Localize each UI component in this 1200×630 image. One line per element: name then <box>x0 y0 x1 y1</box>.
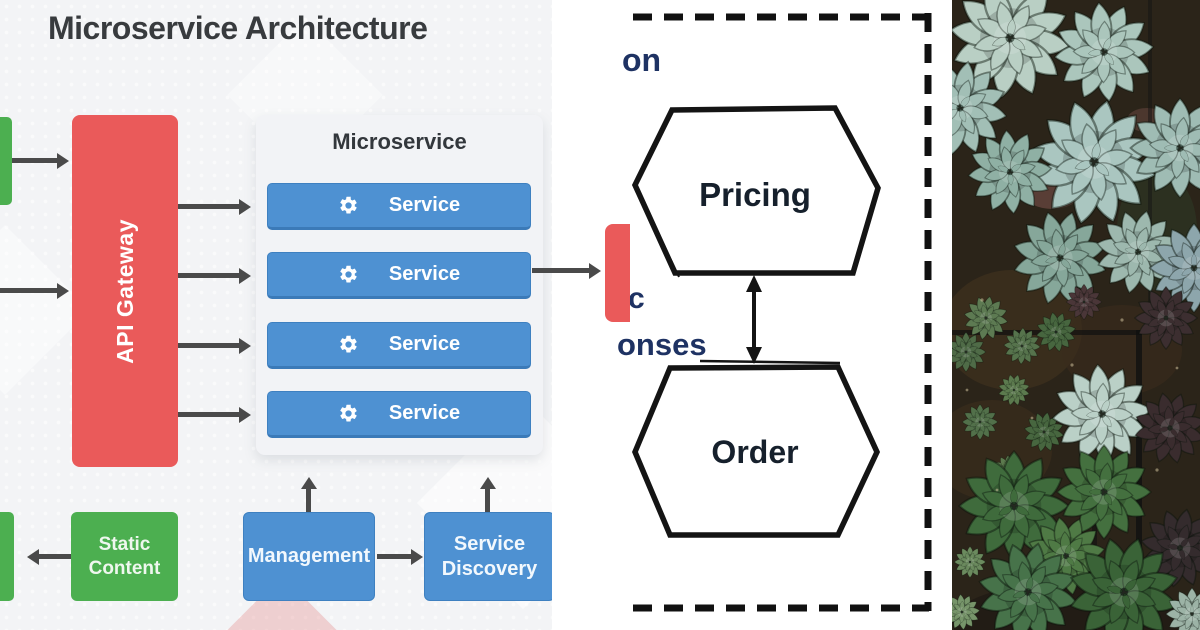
pricing-hexagon-label: Pricing <box>699 176 811 213</box>
service-row: Service <box>267 183 531 230</box>
api-gateway-box: API Gateway <box>72 115 178 467</box>
gear-icon <box>338 264 359 285</box>
diagram-title: Microservice Architecture <box>48 10 428 46</box>
gear-icon <box>338 195 359 216</box>
gear-icon <box>338 334 359 355</box>
static-content-label: Static Content <box>88 533 161 579</box>
service-label: Service <box>388 333 461 355</box>
arrow-client-to-gateway <box>12 152 69 169</box>
arrow-client2-to-gateway <box>0 282 69 299</box>
red-box-partial <box>605 224 630 322</box>
service-label: Service <box>388 263 461 285</box>
arrow-management-up <box>300 477 317 512</box>
succulents-photo <box>952 0 1200 630</box>
client-box-partial-bottom <box>0 512 14 601</box>
arrow-management-to-discovery <box>377 548 423 565</box>
management-box: Management <box>243 512 375 601</box>
service-row: Service <box>267 252 531 299</box>
arrow-gateway-service-4 <box>178 406 251 423</box>
order-hexagon-label: Order <box>711 434 799 470</box>
arrow-static-to-client <box>27 548 72 565</box>
arrow-gateway-service-2 <box>178 267 251 284</box>
cropped-text-fragment-mid: c <box>628 282 645 315</box>
service-row: Service <box>267 391 531 438</box>
hexagon-sketch <box>631 13 932 612</box>
management-label: Management <box>247 545 371 567</box>
static-content-box: Static Content <box>71 512 178 601</box>
arrow-gateway-service-1 <box>178 198 251 215</box>
microservice-panel-title: Microservice <box>332 129 467 154</box>
service-discovery-box: Service Discovery <box>424 512 555 601</box>
service-label: Service <box>388 402 461 424</box>
client-box-partial <box>0 117 12 205</box>
api-gateway-label: API Gateway <box>111 218 138 364</box>
arrow-gateway-service-3 <box>178 337 251 354</box>
arrow-discovery-up <box>479 477 496 512</box>
succulents-illustration <box>952 0 1200 630</box>
cropped-text-fragment-top: on <box>622 42 662 78</box>
service-label: Service <box>388 194 461 216</box>
service-row: Service <box>267 322 531 369</box>
cropped-text-fragment-bottom: onses <box>617 327 707 362</box>
service-discovery-label: Service Discovery <box>441 532 538 580</box>
arrow-service-to-red-box <box>532 262 601 279</box>
gear-icon <box>338 403 359 424</box>
